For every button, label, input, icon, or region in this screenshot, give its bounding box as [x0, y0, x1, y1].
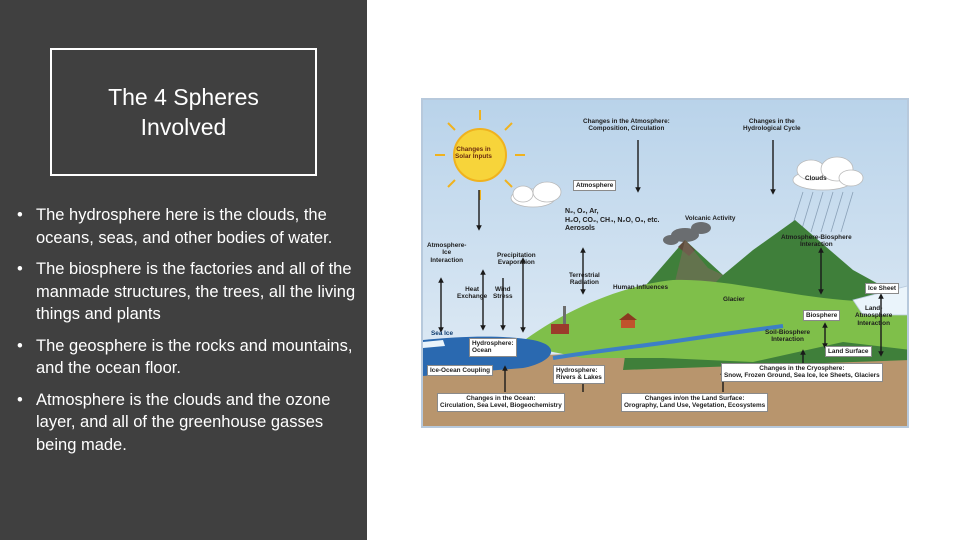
label-atmosphere-ice: Atmosphere- Ice Interaction — [427, 242, 467, 264]
bullet-text: The geosphere is the rocks and mountains… — [36, 336, 353, 378]
factory-icon — [551, 306, 569, 334]
label-hydrosphere-ocean: Hydrosphere: Ocean — [469, 338, 517, 357]
label-volcanic-activity: Volcanic Activity — [685, 215, 736, 222]
bullet-item: • The geosphere is the rocks and mountain… — [14, 335, 356, 380]
label-sea-ice: Sea Ice — [431, 330, 454, 337]
label-wind-stress: Wind Stress — [493, 286, 513, 301]
label-atmosphere-biosphere: Atmosphere-Biosphere Interaction — [781, 234, 852, 249]
diagram-artwork — [423, 100, 907, 426]
bullet-dot: • — [17, 206, 23, 224]
label-soil-biosphere: Soil-Biosphere Interaction — [765, 329, 811, 344]
label-biosphere: Biosphere — [803, 310, 841, 322]
bullet-item: • The biosphere is the factories and all … — [14, 258, 356, 326]
bullet-item: • The hydrosphere here is the clouds, the… — [14, 204, 356, 249]
cloud-icon — [510, 181, 562, 208]
label-atmosphere-changes: Changes in the Atmosphere: Composition, … — [583, 118, 670, 133]
label-precipitation: Precipitation Evaporation — [497, 252, 536, 267]
bullet-dot: • — [17, 390, 23, 409]
bullet-item: • Atmosphere is the clouds and the ozone … — [14, 389, 356, 457]
label-gases: N₂, O₂, Ar, H₂O, CO₂, CH₄, N₂O, O₃, etc.… — [565, 208, 660, 232]
label-land-atmosphere: Land- Atmosphere Interaction — [855, 305, 893, 327]
bullet-dot: • — [17, 336, 23, 355]
label-cryosphere-changes: Changes in the Cryosphere: Snow, Frozen … — [721, 363, 883, 382]
bullet-dot: • — [17, 260, 23, 278]
label-glacier: Glacier — [723, 296, 745, 303]
climate-system-diagram: Changes in Solar Inputs Changes in the A… — [421, 98, 909, 428]
label-hydrological-cycle: Changes in the Hydrological Cycle — [743, 118, 801, 133]
bullet-text: The hydrosphere here is the clouds, the … — [36, 206, 333, 247]
label-terrestrial-radiation: Terrestrial Radiation — [569, 272, 600, 287]
sun-icon — [435, 110, 525, 200]
label-atmosphere: Atmosphere — [573, 180, 617, 192]
land — [518, 279, 907, 362]
bullet-list: • The hydrosphere here is the clouds, the… — [14, 204, 356, 465]
title-box: The 4 Spheres Involved — [50, 48, 317, 176]
river — [552, 324, 784, 360]
left-panel: The 4 Spheres Involved • The hydrosphere … — [0, 0, 367, 540]
smoke-icon — [663, 222, 711, 245]
label-land-surface: Land Surface — [825, 346, 872, 358]
bullet-text: The biosphere is the factories and all o… — [36, 260, 356, 323]
label-ice-ocean-coupling: Ice-Ocean Coupling — [427, 365, 494, 377]
label-human-influences: Human Influences — [613, 284, 669, 291]
label-hydrosphere-rivers: Hydrosphere: Rivers & Lakes — [553, 365, 605, 384]
cloud-icon — [792, 156, 864, 191]
bullet-text: Atmosphere is the clouds and the ozone l… — [36, 390, 331, 454]
label-solar-inputs: Changes in Solar Inputs — [455, 146, 492, 161]
label-clouds: Clouds — [805, 175, 827, 182]
label-heat-exchange: Heat Exchange — [457, 286, 488, 301]
house-icon — [619, 313, 637, 328]
rain-icon — [790, 191, 854, 233]
label-land-changes: Changes in/on the Land Surface: Orograph… — [621, 393, 769, 412]
slide-title: The 4 Spheres Involved — [108, 84, 259, 140]
label-ice-sheet: Ice Sheet — [865, 283, 900, 295]
label-ocean-changes: Changes in the Ocean: Circulation, Sea L… — [437, 393, 565, 412]
